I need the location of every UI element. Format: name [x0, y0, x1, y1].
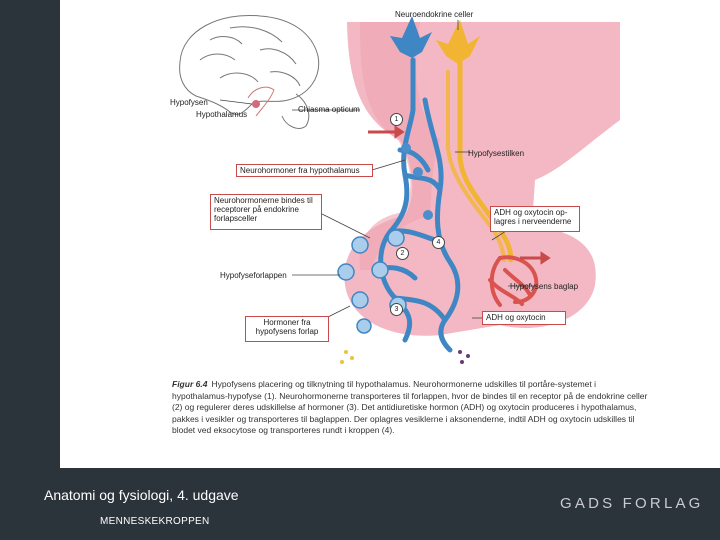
- label-anterior-hormones: Hormoner fra hypofysens forlap: [245, 316, 329, 342]
- posterior-lobe: [488, 255, 539, 307]
- step-marker-2: 2: [396, 247, 409, 260]
- capillary-cells: [401, 143, 433, 220]
- secretion-dots: [340, 350, 470, 364]
- tissue-shading: [359, 22, 440, 270]
- label-neurohormones: Neurohormoner fra hypothalamus: [236, 164, 373, 177]
- publisher-logo: GADS FORLAG: [560, 495, 704, 512]
- label-hypophysis: Hypofysen: [170, 98, 208, 107]
- anterior-cells: [337, 229, 407, 334]
- step-marker-4: 4: [432, 236, 445, 249]
- yellow-cell-body: [436, 20, 480, 64]
- label-pituitary-stalk: Hypofysestilken: [468, 149, 525, 158]
- label-adh-oxytocin: ADH og oxytocin: [482, 311, 566, 325]
- label-neuroendocrine-cells: Neuroendokrine celler: [395, 10, 474, 19]
- blood-flow-arrows: [368, 125, 551, 265]
- label-optic-chiasm: Chiasma opticum: [298, 105, 360, 114]
- blue-cell-body: [390, 16, 432, 58]
- figure-panel: Neuroendokrine celler Hypofysen Hypothal…: [60, 0, 720, 468]
- label-posterior-lobe: Hypofysens baglap: [510, 282, 579, 291]
- book-subtitle: MENNESKEKROPPEN: [100, 516, 210, 527]
- label-anterior-lobe: Hypofyseforlappen: [220, 271, 287, 280]
- label-neurohormones-bind: Neurohormonerne bindes til receptorer på…: [210, 194, 322, 230]
- hypophysis-marker: [252, 100, 260, 108]
- brain-outline: [179, 14, 320, 129]
- book-title: Anatomi og fysiologi, 4. udgave: [44, 487, 239, 503]
- pituitary-diagram: [179, 14, 620, 364]
- caption-text: Hypofysens placering og tilknytning til …: [172, 379, 648, 436]
- caption-label: Figur 6.4: [172, 379, 208, 389]
- step-marker-1: 1: [390, 113, 403, 126]
- label-adh-oxytocin-stored: ADH og oxytocin op-lagres i nerveenderne: [490, 206, 580, 232]
- step-marker-3: 3: [390, 303, 403, 316]
- label-hypothalamus: Hypothalamus: [196, 110, 248, 119]
